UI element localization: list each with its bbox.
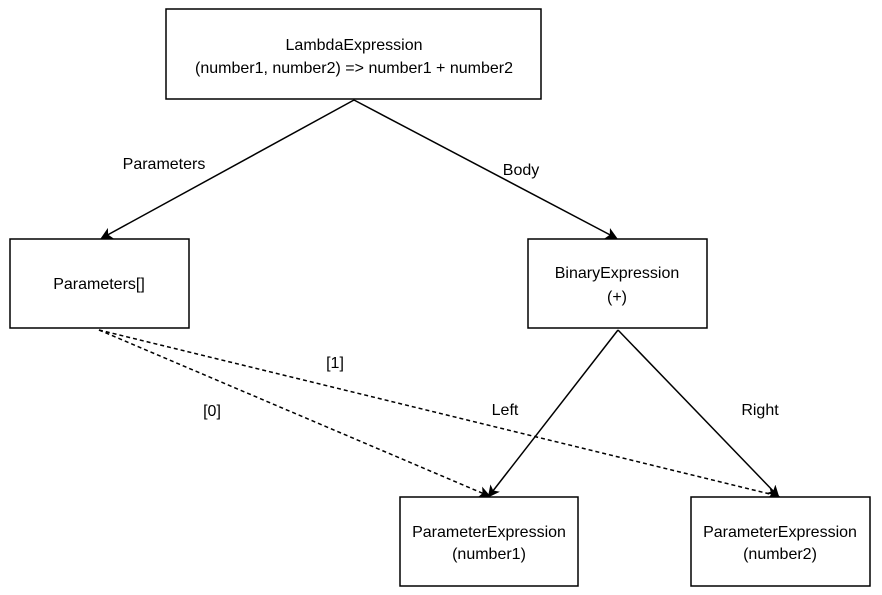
node-lambda-subtitle: (number1, number2) => number1 + number2 (195, 60, 513, 77)
edge-left (487, 329, 619, 498)
node-lambda-title: LambdaExpression (286, 37, 423, 54)
node-parameter-expression-2: ParameterExpression (number2) (690, 496, 871, 587)
edge-body (353, 99, 618, 239)
node-binary-expression: BinaryExpression (+) (527, 238, 708, 329)
edge-label-right: Right (741, 402, 779, 419)
node-lambda-expression: LambdaExpression (number1, number2) => n… (165, 8, 542, 100)
edge-label-left: Left (492, 402, 519, 419)
node-param2-subtitle: (number2) (743, 546, 817, 563)
edge-label-parameters: Parameters (123, 156, 206, 173)
edge-right (617, 329, 780, 498)
node-parameter-expression-1: ParameterExpression (number1) (399, 496, 579, 587)
edge-label-body: Body (503, 162, 539, 179)
node-param2-title: ParameterExpression (703, 524, 857, 541)
node-param1-subtitle: (number1) (452, 546, 526, 563)
edge-label-index-1: [1] (326, 355, 344, 372)
edge-label-index-0: [0] (203, 403, 221, 420)
node-param1-title: ParameterExpression (412, 524, 566, 541)
edge-parameters (100, 99, 355, 239)
node-parameters-array: Parameters[] (9, 238, 190, 329)
node-binary-title: BinaryExpression (555, 265, 680, 282)
node-binary-subtitle: (+) (607, 289, 627, 306)
edge-index-0 (98, 329, 491, 498)
edge-index-1 (98, 329, 780, 500)
node-parameters-title: Parameters[] (53, 276, 145, 293)
